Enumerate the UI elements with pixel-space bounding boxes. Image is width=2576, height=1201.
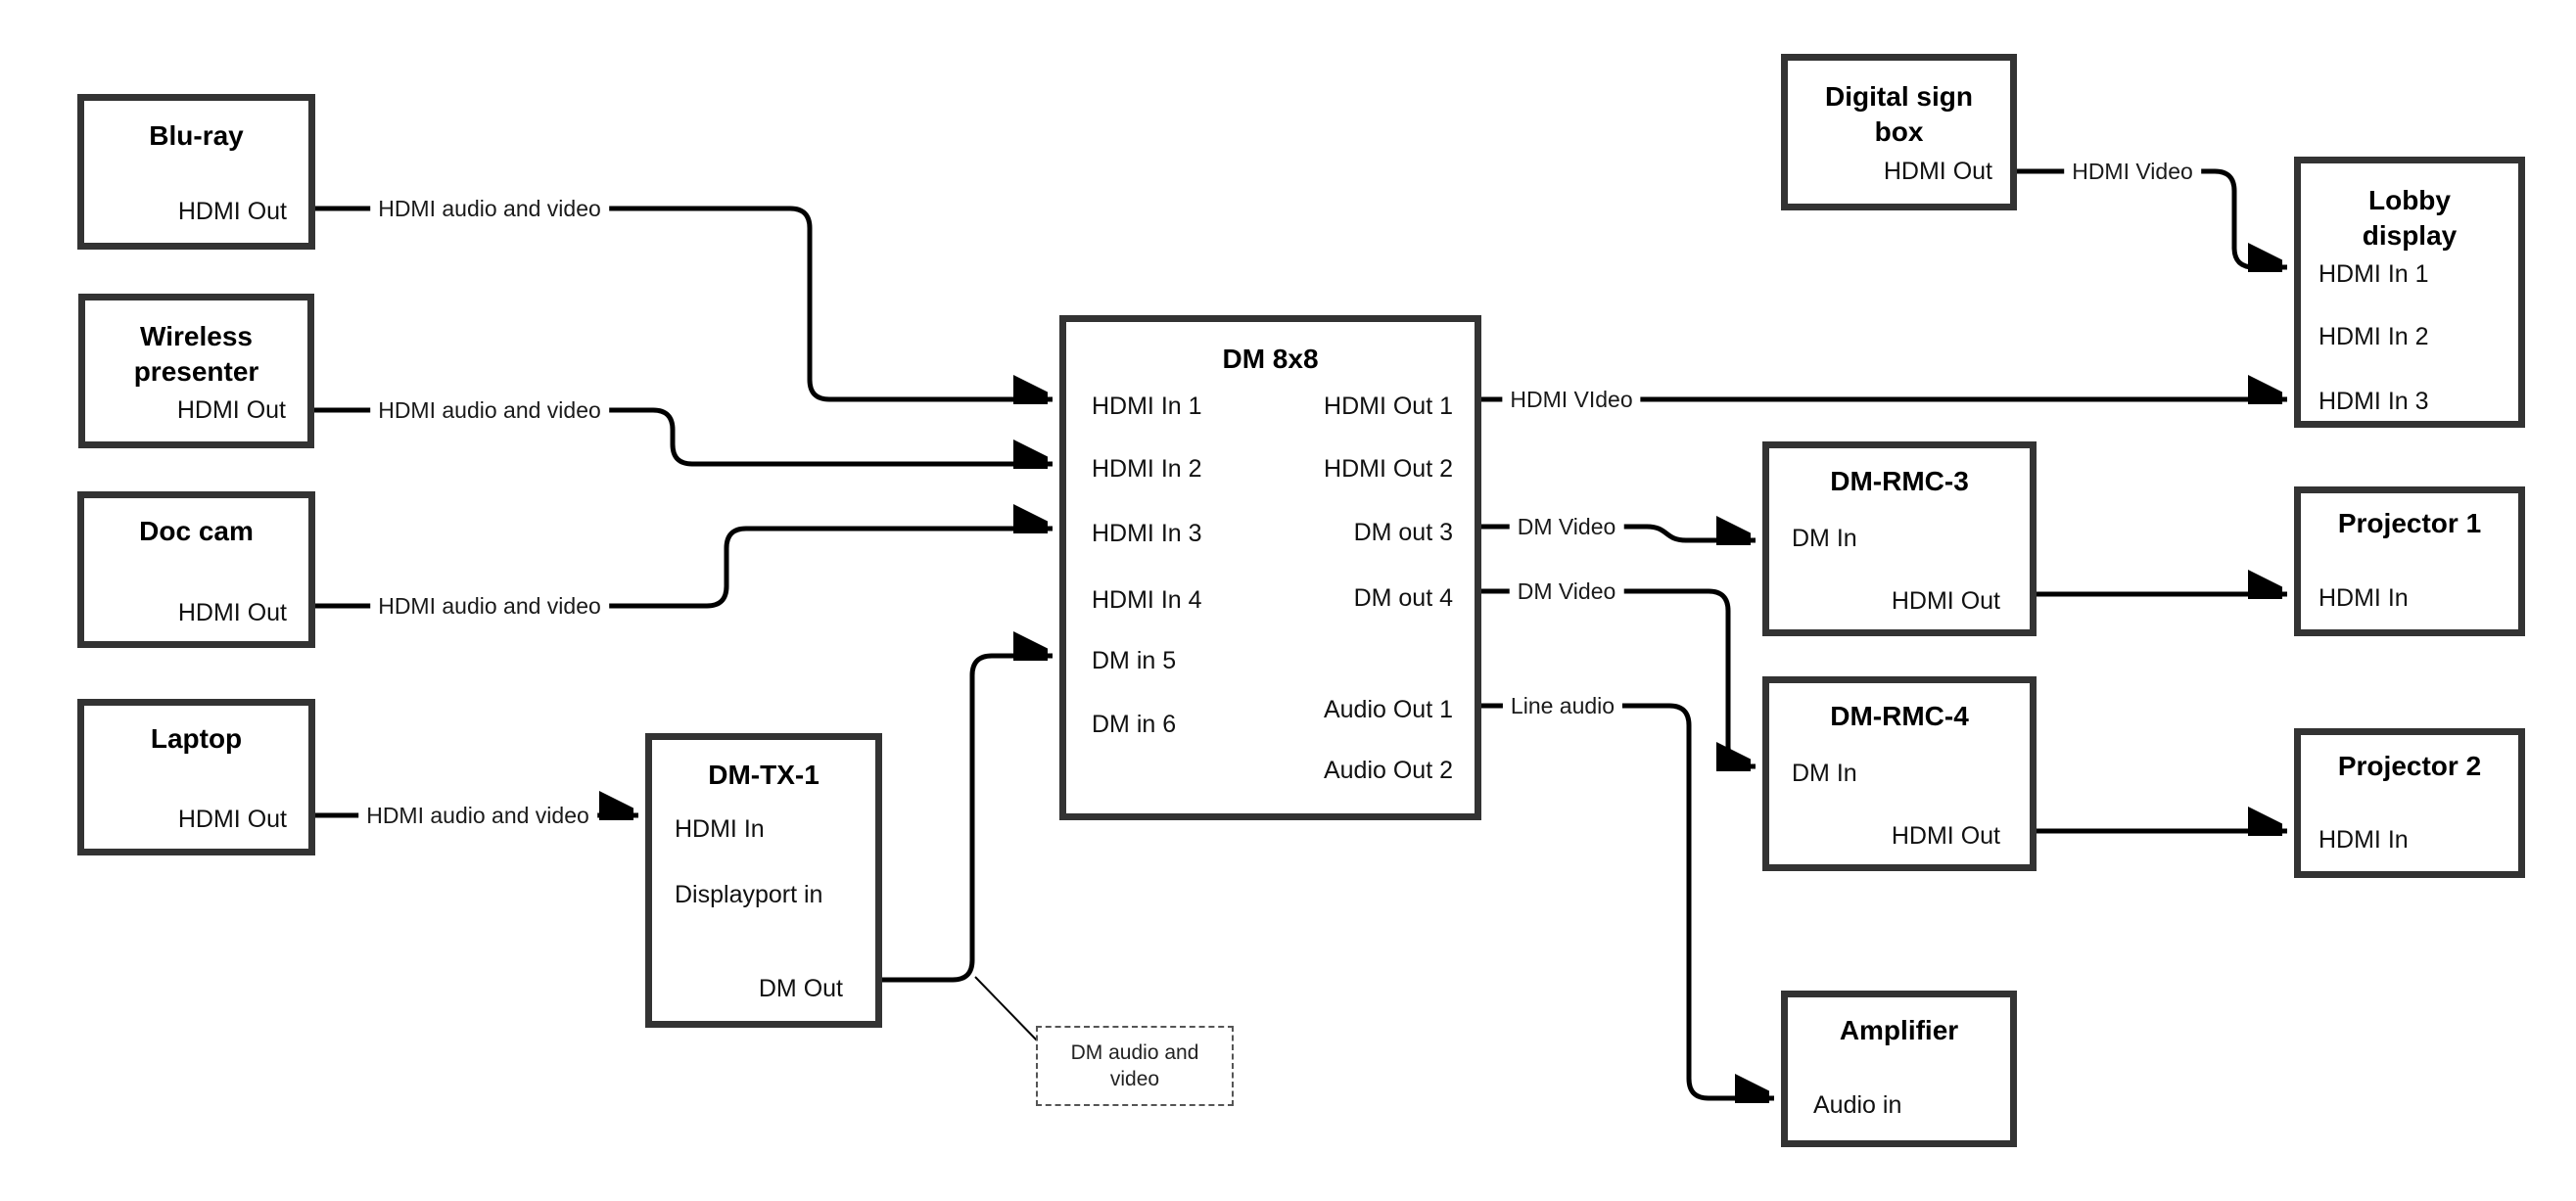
dm-rmc-4-title: DM-RMC-4 <box>1830 701 1969 731</box>
bluray-port-hdmi-out: HDMI Out <box>177 198 287 225</box>
connector-dm8x8-audio1-to-amplifier <box>1480 703 1774 1098</box>
label-wireless-hdmi-av: HDMI audio and video <box>370 396 609 424</box>
dm-8x8-title: DM 8x8 <box>1222 344 1319 374</box>
label-audio1-line-audio: Line audio <box>1502 692 1623 719</box>
dm-rmc-3-port-dm-in: DM In <box>1792 525 1857 552</box>
digital-sign-box: Digital sign box HDMI Out <box>1781 54 2017 210</box>
dm-rmc-4-port-hdmi-out: HDMI Out <box>1891 822 2000 850</box>
amplifier-box: Amplifier Audio in <box>1781 991 2017 1147</box>
projector-1-box: Projector 1 HDMI In <box>2294 486 2525 636</box>
connector-dmtx1-to-dm8x8-in5 <box>880 656 1053 983</box>
dm-tx-1-port-displayport-in: Displayport in <box>675 881 823 908</box>
projector-1-title: Projector 1 <box>2337 508 2482 538</box>
dm-8x8-port-dm-out-4: DM out 4 <box>1353 584 1453 612</box>
dm-audio-video-note: DM audio and video <box>1036 1026 1234 1106</box>
projector-1-port-hdmi-in: HDMI In <box>2318 584 2409 612</box>
dm-rmc-3-port-hdmi-out: HDMI Out <box>1891 587 2000 615</box>
label-out1-hdmi-video: HDMI VIdeo <box>1502 386 1641 413</box>
dm-8x8-port-hdmi-in-2: HDMI In 2 <box>1092 455 1202 483</box>
dm-tx-1-port-hdmi-in: HDMI In <box>675 815 765 843</box>
dm-8x8-port-dm-in-5: DM in 5 <box>1092 647 1177 674</box>
connector-bluray-to-dm8x8-in1 <box>313 206 1053 399</box>
bluray-box: Blu-ray HDMI Out <box>77 94 315 250</box>
label-doccam-hdmi-av: HDMI audio and video <box>370 592 609 620</box>
dm-8x8-port-audio-out-2: Audio Out 2 <box>1323 757 1453 784</box>
dm-8x8-port-hdmi-in-4: HDMI In 4 <box>1092 586 1202 614</box>
dm-audio-video-note-text: DM audio and video <box>1070 1041 1199 1090</box>
label-out3-dm-video: DM Video <box>1509 513 1624 540</box>
doc-cam-title: Doc cam <box>139 516 254 546</box>
dm-rmc-4-port-dm-in: DM In <box>1792 760 1857 787</box>
lobby-display-port-hdmi-in-3: HDMI In 3 <box>2318 388 2429 415</box>
doc-cam-port-hdmi-out: HDMI Out <box>177 599 287 626</box>
dm-tx-1-title: DM-TX-1 <box>708 760 820 790</box>
amplifier-port-audio-in: Audio in <box>1813 1091 1902 1119</box>
lobby-display-port-hdmi-in-1: HDMI In 1 <box>2318 260 2429 288</box>
label-out4-dm-video: DM Video <box>1509 577 1624 605</box>
dm-tx-1-box: DM-TX-1 HDMI In Displayport in DM Out <box>645 733 882 1028</box>
dm-rmc-4-box: DM-RMC-4 DM In HDMI Out <box>1762 676 2037 871</box>
connector-digitalsign-to-lobby-in1 <box>2015 168 2287 267</box>
dm-8x8-port-audio-out-1: Audio Out 1 <box>1323 696 1453 723</box>
dm-8x8-port-dm-in-6: DM in 6 <box>1092 711 1177 738</box>
digital-sign-title: Digital sign box <box>1825 81 1973 147</box>
amplifier-title: Amplifier <box>1839 1015 1959 1045</box>
wireless-presenter-box: Wireless presenter HDMI Out <box>78 294 314 448</box>
connector-wireless-to-dm8x8-in2 <box>313 407 1053 464</box>
connector-doccam-to-dm8x8-in3 <box>313 529 1053 609</box>
digital-sign-port-hdmi-out: HDMI Out <box>1883 158 1992 185</box>
projector-2-box: Projector 2 HDMI In <box>2294 728 2525 878</box>
dm-8x8-port-hdmi-out-1: HDMI Out 1 <box>1324 393 1453 420</box>
dm-8x8-port-dm-out-3: DM out 3 <box>1353 519 1453 546</box>
label-digitalsign-hdmi-video: HDMI Video <box>2064 158 2201 185</box>
dm-rmc-3-title: DM-RMC-3 <box>1830 466 1969 496</box>
wireless-presenter-port-hdmi-out: HDMI Out <box>176 396 286 424</box>
bluray-title: Blu-ray <box>149 120 244 151</box>
dm-8x8-box: DM 8x8 HDMI In 1 HDMI In 2 HDMI In 3 HDM… <box>1059 315 1481 820</box>
connector-dm8x8-out3-to-rmc3 <box>1480 527 1756 540</box>
doc-cam-box: Doc cam HDMI Out <box>77 491 315 648</box>
note-callout-line <box>974 976 1039 1042</box>
laptop-box: Laptop HDMI Out <box>77 699 315 855</box>
dm-tx-1-port-dm-out: DM Out <box>758 975 843 1002</box>
projector-2-title: Projector 2 <box>2337 751 2482 781</box>
lobby-display-title: Lobby display <box>2362 185 2458 251</box>
label-bluray-hdmi-av: HDMI audio and video <box>370 195 609 222</box>
dm-8x8-port-hdmi-out-2: HDMI Out 2 <box>1324 455 1453 483</box>
label-laptop-hdmi-av: HDMI audio and video <box>358 802 597 829</box>
laptop-title: Laptop <box>150 723 243 754</box>
connector-dm8x8-out4-to-rmc4 <box>1480 588 1756 766</box>
dm-8x8-port-hdmi-in-1: HDMI In 1 <box>1092 393 1202 420</box>
laptop-port-hdmi-out: HDMI Out <box>177 806 287 833</box>
projector-2-port-hdmi-in: HDMI In <box>2318 826 2409 854</box>
dm-rmc-3-box: DM-RMC-3 DM In HDMI Out <box>1762 441 2037 636</box>
lobby-display-box: Lobby display HDMI In 1 HDMI In 2 HDMI I… <box>2294 157 2525 428</box>
lobby-display-port-hdmi-in-2: HDMI In 2 <box>2318 323 2429 350</box>
dm-8x8-port-hdmi-in-3: HDMI In 3 <box>1092 520 1202 547</box>
wireless-presenter-title: Wireless presenter <box>133 321 259 387</box>
